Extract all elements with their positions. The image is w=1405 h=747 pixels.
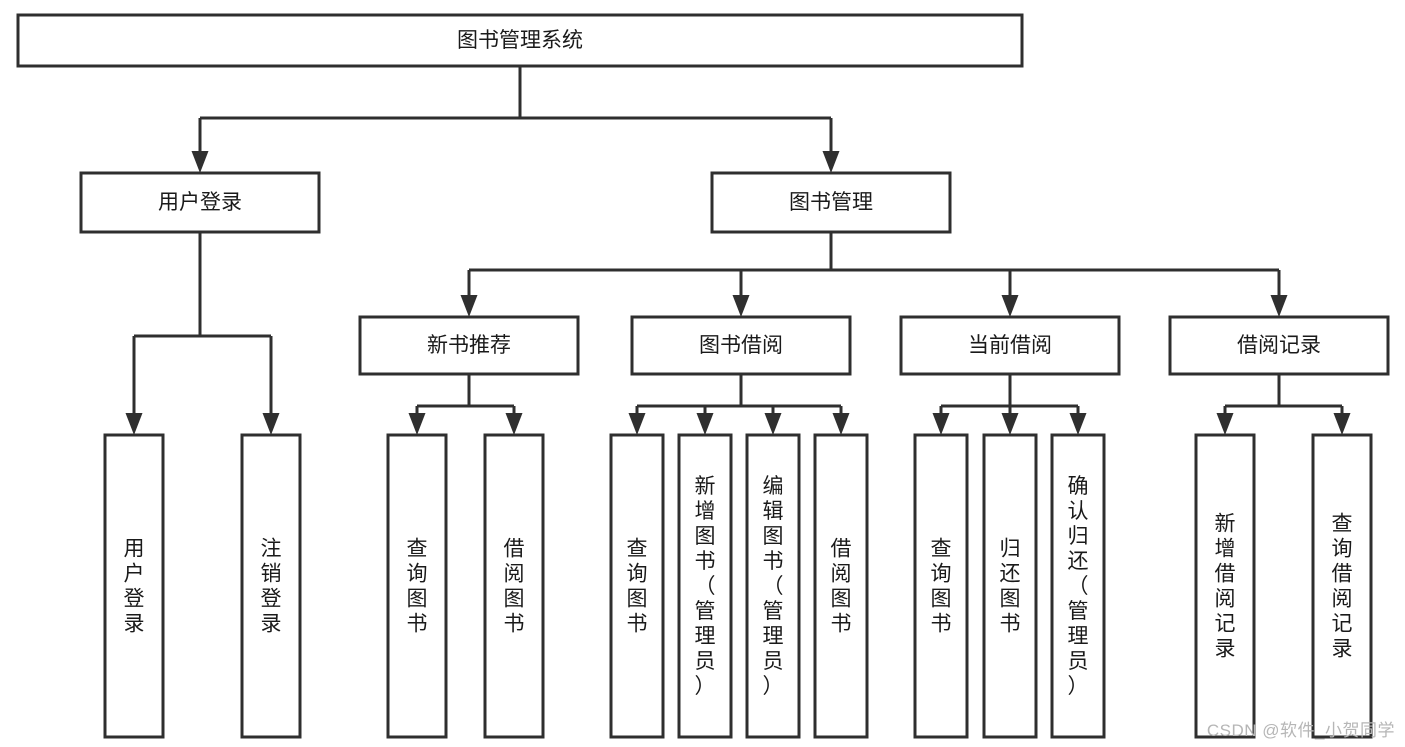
nodes-layer: 图书管理系统用户登录图书管理新书推荐图书借阅当前借阅借阅记录用户登录注销登录查询… [16, 13, 1390, 739]
arrow-head-icon-book-borrow [732, 295, 750, 317]
arrow-head-icon-leaf-borrow-book-2 [832, 413, 850, 435]
node-label-leaf-borrow-book-1: 借阅图书 [504, 538, 525, 636]
node-leaf-confirm-return-admin[interactable]: 确认归还（管理员） [1050, 433, 1106, 739]
node-borrow-record[interactable]: 借阅记录 [1168, 315, 1390, 376]
node-label-current-borrow: 当前借阅 [968, 334, 1052, 357]
node-box-leaf-query-book-2 [609, 433, 665, 739]
node-label-leaf-confirm-return-admin: 确认归还（管理员） [1068, 475, 1089, 698]
arrow-head-icon-leaf-add-book-admin [696, 413, 714, 435]
node-label-new-book-recommend: 新书推荐 [427, 334, 511, 357]
node-label-borrow-record: 借阅记录 [1237, 334, 1321, 357]
node-box-leaf-query-record [1311, 433, 1373, 739]
node-box-current-borrow [899, 315, 1121, 376]
node-label-leaf-query-book-1: 查询图书 [407, 538, 428, 636]
node-label-user-login: 用户登录 [158, 191, 242, 214]
arrow-head-icon-leaf-return-book [1001, 413, 1019, 435]
node-label-leaf-query-record: 查询借阅记录 [1332, 513, 1353, 661]
node-box-leaf-confirm-return-admin [1050, 433, 1106, 739]
node-box-book-borrow [630, 315, 852, 376]
node-new-book-recommend[interactable]: 新书推荐 [358, 315, 580, 376]
node-label-leaf-edit-book-admin: 编辑图书（管理员） [763, 475, 784, 698]
arrow-head-icon-leaf-query-book-3 [932, 413, 950, 435]
arrow-head-icon-leaf-query-book-2 [628, 413, 646, 435]
node-root[interactable]: 图书管理系统 [16, 13, 1024, 68]
node-label-leaf-query-book-2: 查询图书 [627, 538, 648, 636]
arrow-head-icon-user-login [191, 151, 209, 173]
node-label-leaf-query-book-3: 查询图书 [931, 538, 952, 636]
node-book-manage[interactable]: 图书管理 [710, 171, 952, 234]
node-box-new-book-recommend [358, 315, 580, 376]
node-label-leaf-borrow-book-2: 借阅图书 [831, 538, 852, 636]
node-box-leaf-edit-book-admin [745, 433, 801, 739]
arrow-head-icon-leaf-borrow-book-1 [505, 413, 523, 435]
node-box-leaf-add-book-admin [677, 433, 733, 739]
node-leaf-add-book-admin[interactable]: 新增图书（管理员） [677, 433, 733, 739]
node-box-leaf-add-record [1194, 433, 1256, 739]
node-current-borrow[interactable]: 当前借阅 [899, 315, 1121, 376]
node-leaf-query-book-1[interactable]: 查询图书 [386, 433, 448, 739]
node-box-leaf-query-book-1 [386, 433, 448, 739]
arrow-head-icon-current-borrow [1001, 295, 1019, 317]
node-leaf-query-book-2[interactable]: 查询图书 [609, 433, 665, 739]
node-box-root [16, 13, 1024, 68]
node-label-book-borrow: 图书借阅 [699, 334, 783, 357]
node-label-leaf-logout: 注销登录 [261, 538, 282, 636]
edges-layer [125, 66, 1351, 435]
arrow-head-icon-leaf-user-login [125, 413, 143, 435]
watermark-label: CSDN @软件_小贺同学 [1206, 721, 1395, 740]
node-box-leaf-query-book-3 [913, 433, 969, 739]
node-box-leaf-logout [240, 433, 302, 739]
node-book-borrow[interactable]: 图书借阅 [630, 315, 852, 376]
arrow-head-icon-leaf-confirm-return-admin [1069, 413, 1087, 435]
node-label-leaf-add-record: 新增借阅记录 [1215, 513, 1236, 661]
node-label-book-manage: 图书管理 [789, 191, 873, 214]
node-leaf-borrow-book-2[interactable]: 借阅图书 [813, 433, 869, 739]
node-leaf-edit-book-admin[interactable]: 编辑图书（管理员） [745, 433, 801, 739]
arrow-head-icon-borrow-record [1270, 295, 1288, 317]
node-box-leaf-borrow-book-1 [483, 433, 545, 739]
node-box-user-login [79, 171, 321, 234]
node-label-leaf-return-book: 归还图书 [1000, 538, 1021, 636]
arrow-head-icon-leaf-logout [262, 413, 280, 435]
arrow-head-icon-leaf-query-record [1333, 413, 1351, 435]
node-leaf-borrow-book-1[interactable]: 借阅图书 [483, 433, 545, 739]
node-label-root: 图书管理系统 [457, 29, 583, 52]
node-box-leaf-return-book [982, 433, 1038, 739]
node-label-leaf-user-login: 用户登录 [124, 538, 145, 636]
node-label-leaf-add-book-admin: 新增图书（管理员） [695, 475, 716, 698]
node-box-leaf-user-login [103, 433, 165, 739]
node-leaf-user-login[interactable]: 用户登录 [103, 433, 165, 739]
node-box-borrow-record [1168, 315, 1390, 376]
arrow-head-icon-new-book-recommend [460, 295, 478, 317]
node-box-leaf-borrow-book-2 [813, 433, 869, 739]
node-leaf-query-book-3[interactable]: 查询图书 [913, 433, 969, 739]
node-box-book-manage [710, 171, 952, 234]
node-user-login[interactable]: 用户登录 [79, 171, 321, 234]
node-leaf-return-book[interactable]: 归还图书 [982, 433, 1038, 739]
arrow-head-icon-leaf-add-record [1216, 413, 1234, 435]
node-leaf-query-record[interactable]: 查询借阅记录 [1311, 433, 1373, 739]
node-leaf-logout[interactable]: 注销登录 [240, 433, 302, 739]
node-leaf-add-record[interactable]: 新增借阅记录 [1194, 433, 1256, 739]
arrow-head-icon-leaf-edit-book-admin [764, 413, 782, 435]
arrow-head-icon-leaf-query-book-1 [408, 413, 426, 435]
arrow-head-icon-book-manage [822, 151, 840, 173]
